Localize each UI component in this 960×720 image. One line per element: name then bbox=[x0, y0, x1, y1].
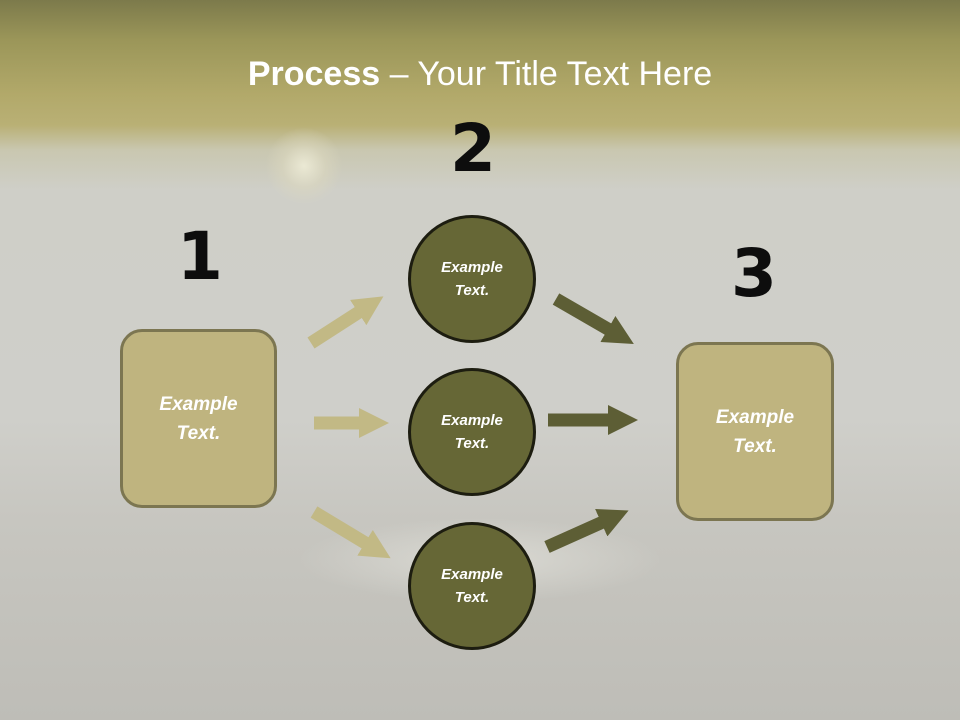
circle-top-text: Example Text. bbox=[441, 259, 503, 299]
arrow-left-to-bottom bbox=[310, 506, 391, 559]
process-box-left-text: Example Text. bbox=[159, 393, 238, 444]
process-box-right-text: Example Text. bbox=[715, 406, 795, 457]
slide-title: Process – Your Title Text Here bbox=[0, 52, 960, 96]
title-rest: – Your Title Text Here bbox=[380, 55, 713, 93]
step-number-1: 1 bbox=[177, 218, 223, 295]
step-number-3: 3 bbox=[731, 235, 777, 312]
process-box-left: Example Text. bbox=[120, 329, 277, 508]
circle-middle-text: Example Text. bbox=[441, 412, 503, 452]
circle-bottom: Example Text. bbox=[408, 522, 536, 650]
circle-middle: Example Text. bbox=[408, 368, 536, 496]
circle-bottom-text: Example Text. bbox=[441, 566, 503, 606]
arrow-top-to-right bbox=[552, 293, 634, 345]
circle-top: Example Text. bbox=[408, 215, 536, 343]
arrow-left-to-top bbox=[307, 296, 384, 349]
step-number-2: 2 bbox=[450, 110, 496, 187]
moon-glow bbox=[266, 128, 342, 204]
arrow-bottom-to-right bbox=[544, 509, 629, 553]
title-bold: Process bbox=[247, 55, 381, 93]
process-box-right: Example Text. bbox=[676, 342, 834, 521]
